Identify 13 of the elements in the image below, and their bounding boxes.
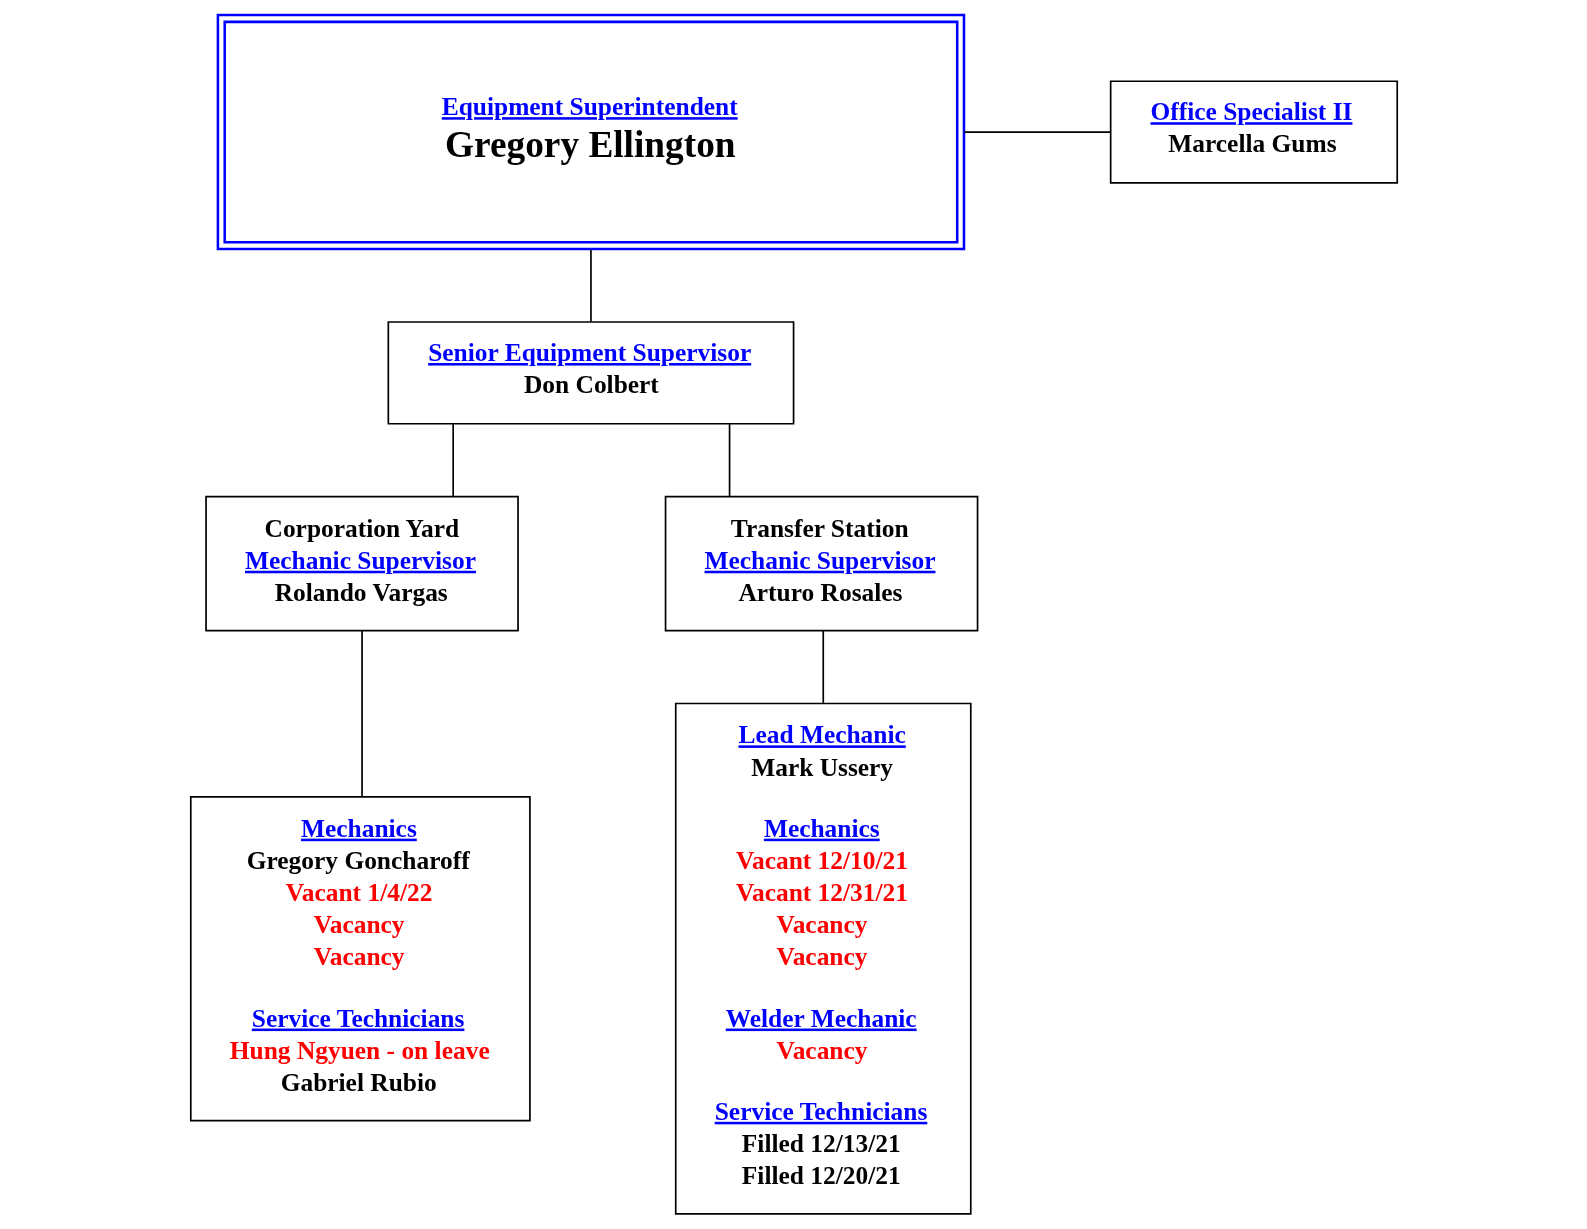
node-box: Office Specialist II Marcella Gums [1109,80,1398,184]
node-box: Senior Equipment Supervisor Don Colbert [386,321,794,425]
node-box: Equipment Superintendent Gregory Ellington [216,13,965,251]
connector [360,629,363,798]
node-box: Lead Mechanic Mark Ussery Mechanics Vacant 12/10/21 Vacant 12/31/21 Vacancy Vacancy Welder Mechanic Vacancy Service Technicians Filled 12/13/21 Filled 12/20/21 [674,702,972,1215]
connector [589,248,592,323]
node-box: Transfer Station Mechanic Supervisor Arturo Rosales [664,495,978,632]
node-box: Corporation Yard Mechanic Supervisor Rolando Vargas [204,495,519,632]
connector [451,423,454,498]
node-box: Mechanics Gregory Goncharoff Vacant 1/4/22 Vacancy Vacancy Service Technicians Hung Ngyuen - on leave Gabriel Rubio [189,795,531,1122]
connector [821,629,824,704]
connector [728,423,730,498]
connector [962,131,1111,133]
